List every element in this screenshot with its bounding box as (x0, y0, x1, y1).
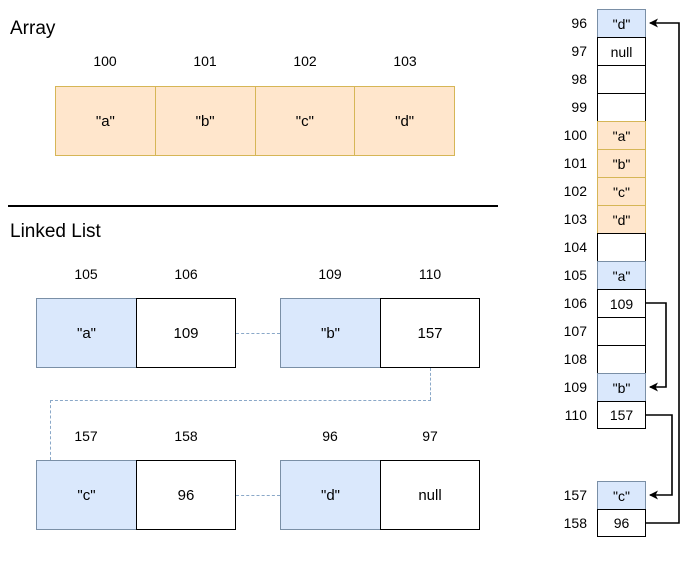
memory-address-label-106: 106 (563, 295, 587, 311)
node-2-data-cell: "c" (36, 460, 136, 530)
array-cell-2: "c" (256, 87, 356, 155)
node-3-next-cell: null (380, 460, 480, 530)
node-0-data-cell: "a" (36, 298, 136, 368)
node-0-next-address-label: 106 (174, 266, 198, 282)
node-3-data-address-label: 96 (322, 428, 338, 444)
pointer-arrow-106-to-109 (646, 302, 667, 392)
pointer-arrow-158-to-96 (646, 18, 680, 524)
connector-node1-to-node2-horizontal (50, 400, 431, 401)
linked-list-node-3: "d" null (280, 460, 480, 530)
memory-cell-108 (597, 345, 646, 373)
memory-address-label-108: 108 (563, 351, 587, 367)
array-cell-1: "b" (156, 87, 256, 155)
memory-cell-107 (597, 317, 646, 345)
node-1-data-address-label: 109 (318, 266, 342, 282)
memory-cell-98 (597, 65, 646, 93)
connector-node1-to-node2-vertical-b (50, 400, 51, 460)
node-2-next-cell: 96 (136, 460, 236, 530)
memory-cell-99 (597, 93, 646, 121)
memory-address-label-103: 103 (563, 211, 587, 227)
node-2-data-address-label: 157 (74, 428, 98, 444)
memory-cell-103: "d" (597, 205, 646, 233)
memory-cell-104 (597, 233, 646, 261)
memory-address-label-102: 102 (563, 183, 587, 199)
linked-list-node-0: "a" 109 (36, 298, 236, 368)
array-box: "a" "b" "c" "d" (55, 86, 455, 156)
node-0-data-address-label: 105 (74, 266, 98, 282)
node-2-next-address-label: 158 (174, 428, 198, 444)
memory-address-label-157: 157 (563, 487, 587, 503)
array-address-label-3: 103 (393, 53, 417, 69)
node-3-data-cell: "d" (280, 460, 380, 530)
node-1-next-cell: 157 (380, 298, 480, 368)
node-1-next-address-label: 110 (418, 266, 442, 282)
memory-address-label-96: 96 (571, 15, 587, 31)
pointer-arrow-110-to-157 (646, 414, 673, 500)
linked-list-node-2: "c" 96 (36, 460, 236, 530)
memory-address-label-105: 105 (563, 267, 587, 283)
memory-cell-97: null (597, 37, 646, 65)
node-0-next-cell: 109 (136, 298, 236, 368)
linked-list-section-title: Linked List (10, 221, 101, 242)
memory-cell-106: 109 (597, 289, 646, 317)
memory-address-label-104: 104 (563, 239, 587, 255)
node-1-data-cell: "b" (280, 298, 380, 368)
memory-cell-109: "b" (597, 373, 646, 401)
section-divider (8, 205, 498, 207)
memory-address-label-99: 99 (571, 99, 587, 115)
memory-address-label-97: 97 (571, 43, 587, 59)
connector-node2-to-node3 (236, 495, 280, 496)
memory-cell-102: "c" (597, 177, 646, 205)
array-address-label-1: 101 (193, 53, 217, 69)
memory-address-label-98: 98 (571, 71, 587, 87)
memory-cell-101: "b" (597, 149, 646, 177)
array-address-label-0: 100 (93, 53, 117, 69)
linked-list-node-1: "b" 157 (280, 298, 480, 368)
array-address-label-2: 102 (293, 53, 317, 69)
memory-cell-110: 157 (597, 401, 646, 429)
memory-cell-105: "a" (597, 261, 646, 289)
array-cell-0: "a" (56, 87, 156, 155)
memory-address-label-110: 110 (564, 407, 587, 423)
memory-cell-100: "a" (597, 121, 646, 149)
array-section-title: Array (10, 18, 56, 39)
node-3-next-address-label: 97 (422, 428, 438, 444)
memory-address-label-109: 109 (563, 379, 587, 395)
connector-node1-to-node2-vertical-a (430, 368, 431, 400)
memory-address-label-100: 100 (563, 127, 587, 143)
memory-address-label-107: 107 (563, 323, 587, 339)
memory-address-label-158: 158 (563, 515, 587, 531)
memory-cell-96: "d" (597, 9, 646, 37)
array-cell-3: "d" (395, 112, 415, 130)
connector-node0-to-node1 (236, 333, 280, 334)
memory-cell-158: 96 (597, 509, 646, 537)
memory-cell-157: "c" (597, 481, 646, 509)
memory-address-label-101: 101 (563, 155, 587, 171)
